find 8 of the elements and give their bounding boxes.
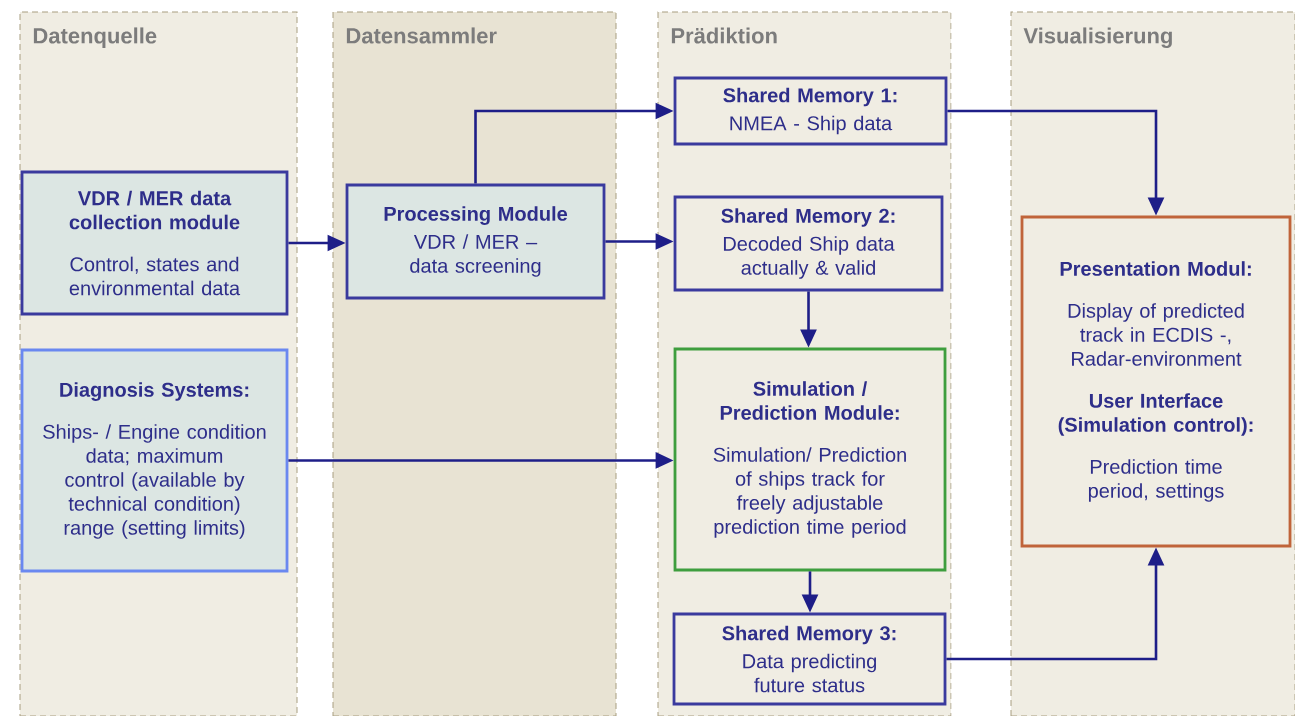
module-box: Shared Memory 2: Decoded Ship data actually & valid [673,195,944,292]
module-box: Shared Memory 1: NMEA - Ship data [673,76,948,146]
module-box: Presentation Modul: Display of predicted track in ECDIS -, Radar-environment User Interface (Simulation control): Prediction time period, settings [1020,215,1292,548]
module-box: Simulation / Prediction Module: Simulation/ Prediction of ships track for freely adjustable prediction time period [673,347,947,572]
module-box: Processing Module VDR / MER – data screening [345,183,606,300]
module-box: Shared Memory 3: Data predicting future status [672,612,947,706]
module-box: Diagnosis Systems: Ships- / Engine condition data; maximum control (available by technical condition) range (setting limits) [20,348,289,573]
module-box: VDR / MER data collection module Control, states and environmental data [20,170,289,316]
